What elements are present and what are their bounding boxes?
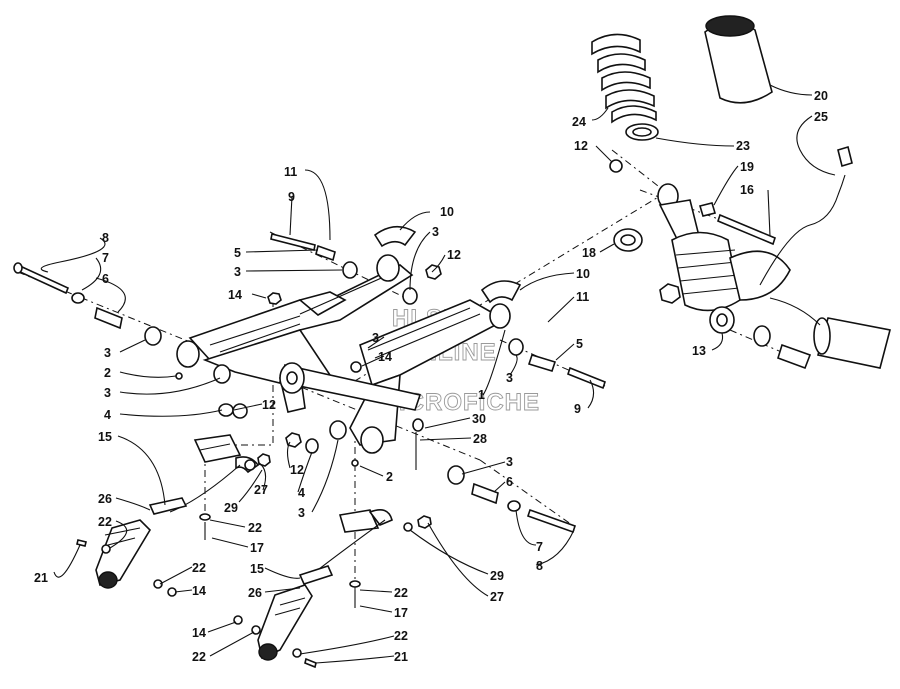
callout-17-left: 17 — [250, 541, 264, 555]
callout-14-low-b: 14 — [192, 626, 206, 640]
callout-8-right: 8 — [536, 559, 543, 573]
callout-3-d: 3 — [432, 225, 439, 239]
callout-11-top: 11 — [284, 165, 297, 179]
callout-4-left: 4 — [104, 408, 111, 422]
callout-3-g: 3 — [372, 331, 379, 345]
shock-absorber — [591, 15, 891, 370]
hardware — [13, 225, 606, 534]
callout-22-d: 22 — [192, 650, 206, 664]
callout-6-right: 6 — [506, 475, 513, 489]
callout-22-left: 22 — [98, 515, 112, 529]
foot-rests — [95, 497, 334, 661]
callout-1: 1 — [478, 388, 485, 402]
leader-lines — [40, 84, 836, 664]
callout-30: 30 — [472, 412, 486, 426]
brackets — [169, 434, 393, 581]
callout-22-c: 22 — [192, 561, 206, 575]
callout-17-right: 17 — [394, 606, 408, 620]
callout-3-f: 3 — [506, 455, 513, 469]
callout-7-left: 7 — [102, 251, 109, 265]
callout-22-mid: 22 — [248, 521, 262, 535]
cross-shaft — [278, 362, 422, 413]
callout-18: 18 — [582, 246, 596, 260]
callout-12-top: 12 — [447, 248, 461, 262]
callout-14-top: 14 — [228, 288, 242, 302]
callout-3-e: 3 — [298, 506, 305, 520]
callout-9-right: 9 — [574, 402, 581, 416]
callout-3-a: 3 — [104, 346, 111, 360]
callout-15-left: 15 — [98, 430, 112, 444]
callout-27-left: 27 — [254, 483, 268, 497]
callout-2-low: 2 — [386, 470, 393, 484]
callout-5-top: 5 — [234, 246, 241, 260]
callout-2-left: 2 — [104, 366, 111, 380]
callout-27-right: 27 — [490, 590, 504, 604]
callout-8-left: 8 — [102, 231, 109, 245]
callout-10-right: 10 — [576, 267, 590, 281]
callout-4-low: 4 — [298, 486, 305, 500]
callout-12-low: 12 — [290, 463, 304, 477]
callout-3-h: 3 — [506, 371, 513, 385]
callout-21-right: 21 — [394, 650, 408, 664]
callout-21-left: 21 — [34, 571, 48, 585]
callout-5-right: 5 — [576, 337, 583, 351]
callout-24: 24 — [572, 115, 586, 129]
callout-28: 28 — [473, 432, 487, 446]
callout-13: 13 — [692, 344, 706, 358]
callout-20: 20 — [814, 89, 828, 103]
callout-26-low: 26 — [248, 586, 262, 600]
callout-3-b: 3 — [104, 386, 111, 400]
callout-12-shock: 12 — [574, 139, 588, 153]
callout-29-right: 29 — [490, 569, 504, 583]
callout-10-top: 10 — [440, 205, 454, 219]
callout-16: 16 — [740, 183, 754, 197]
callout-19: 19 — [740, 160, 754, 174]
callout-23: 23 — [736, 139, 750, 153]
callout-29-left: 29 — [224, 501, 238, 515]
callout-3-c: 3 — [234, 265, 241, 279]
callout-7-right: 7 — [536, 540, 543, 554]
callout-22-e: 22 — [394, 629, 408, 643]
callout-14-mid: 14 — [378, 350, 392, 364]
callout-26-left: 26 — [98, 492, 112, 506]
callout-6-left: 6 — [102, 272, 109, 286]
callout-22-f: 22 — [394, 586, 408, 600]
callout-9-top: 9 — [288, 190, 295, 204]
callout-14-low-a: 14 — [192, 584, 206, 598]
callout-11-right: 11 — [576, 290, 589, 304]
callout-12-mid: 12 — [262, 398, 276, 412]
callout-25: 25 — [814, 110, 828, 124]
callout-labels: 8 7 6 3 2 3 4 15 26 22 21 11 9 5 3 14 10… — [34, 89, 828, 664]
foot-rest-fasteners — [76, 453, 432, 669]
callout-15-low: 15 — [250, 562, 264, 576]
